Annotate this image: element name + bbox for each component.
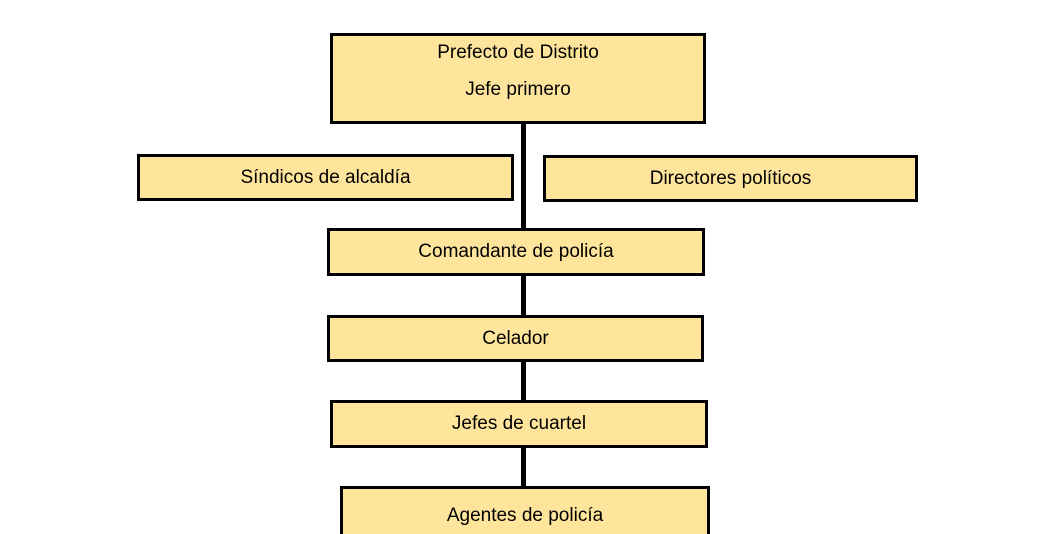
org-node-agentes-de-policia: Agentes de policía [340,486,710,534]
org-node-comandante-de-policia: Comandante de policía [327,228,705,276]
org-node-label-line1: Prefecto de Distrito [437,42,599,63]
org-node-label-line2: Jefe primero [465,79,571,100]
org-node-label: Síndicos de alcaldía [240,166,411,188]
org-node-prefecto-de-distrito: Prefecto de Distrito Jefe primero [330,33,706,124]
org-node-celador: Celador [327,315,704,362]
org-node-jefes-de-cuartel: Jefes de cuartel [330,400,708,448]
org-node-label: Comandante de policía [418,241,614,262]
org-node-sindicos-de-alcaldia: Síndicos de alcaldía [137,154,514,201]
org-node-label: Celador [482,327,549,349]
org-node-label: Jefes de cuartel [451,413,587,434]
org-node-directores-politicos: Directores políticos [543,155,918,202]
connector-line-spine [521,120,526,490]
org-node-label: Agentes de policía [446,505,604,526]
org-node-label: Directores políticos [649,167,812,189]
